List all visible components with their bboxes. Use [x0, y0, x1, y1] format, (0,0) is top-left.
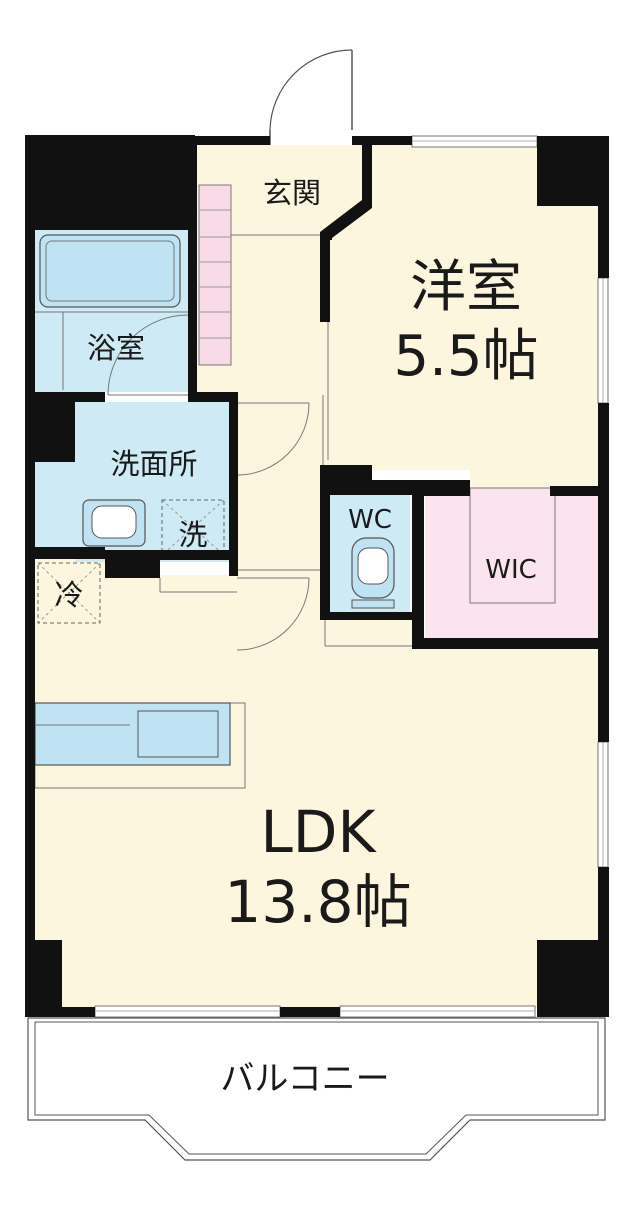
fridge-space: [37, 562, 101, 624]
toilet-tank: [351, 599, 395, 609]
wall-corner-bottom-left: [25, 940, 62, 1017]
wall-right-upper: [598, 136, 609, 278]
wc-label: WC: [348, 505, 392, 535]
wall-washroom-right-2: [229, 476, 238, 576]
wall-bath-bottom-2: [188, 392, 238, 402]
wall-corner-top-left: [25, 135, 195, 230]
wall-western-diagonal: [320, 145, 372, 240]
wall-bath-right: [188, 145, 197, 400]
balcony-inner-line: [34, 1021, 599, 1155]
wash-bowl: [91, 505, 137, 539]
wall-bottom-b: [280, 1007, 340, 1017]
floor-fills: [27, 145, 606, 1161]
wall-wic-top: [412, 486, 470, 496]
shoe-cabinet: [198, 184, 232, 366]
washroom-door-arc: [236, 402, 310, 476]
ldk-size: 13.8帖: [224, 868, 411, 936]
wall-washroom-block: [25, 392, 75, 462]
ldk-door-arc: [236, 577, 310, 651]
wall-bottom-a: [25, 1007, 95, 1017]
wall-left: [25, 135, 35, 1015]
entrance-label: 玄関: [263, 176, 321, 210]
wall-corner-bottom-right: [537, 940, 609, 1017]
washer-label: 洗: [178, 518, 207, 552]
western-room-size: 5.5帖: [393, 324, 538, 389]
room-labels: 玄関 浴室 洗面所 洗 冷 WC WIC 洋室 5.5帖 LDK 13.8帖 バ…: [54, 176, 538, 1099]
wall-top-entrance: [195, 136, 270, 145]
fixtures: [34, 49, 556, 789]
western-room-name: 洋室: [410, 255, 522, 320]
window-ldk-bottom-right: [339, 1005, 536, 1018]
ldk-name: LDK: [260, 798, 377, 866]
washroom-floor-left: [35, 462, 80, 547]
wic-inner: [469, 487, 556, 604]
wall-top-mid: [352, 136, 412, 145]
bathtub: [39, 234, 181, 308]
ldk-floor: [35, 558, 600, 1008]
windows: [94, 135, 609, 1018]
wall-washroom-bottom-2: [105, 555, 160, 578]
wall-corner-top-right: [537, 136, 609, 206]
wall-washroom-bottom: [105, 550, 238, 560]
wic-label: WIC: [485, 555, 537, 585]
bathtub-inner: [45, 240, 175, 302]
wall-right-mid: [598, 403, 609, 742]
wall-wic-bottom: [412, 638, 609, 649]
washroom-label: 洗面所: [110, 447, 197, 481]
wall-western-bottom-3: [550, 486, 608, 496]
balcony-label: バルコニー: [220, 1059, 389, 1099]
wall-wc-right: [412, 486, 424, 648]
bath-door-arc: [107, 314, 191, 396]
kitchen-sink: [137, 710, 219, 758]
balcony-floor: [27, 1017, 606, 1161]
wall-wc-left: [320, 465, 330, 620]
fridge-label: 冷: [54, 578, 83, 612]
western-room-floor: [328, 145, 600, 488]
entry-door-arc: [269, 49, 353, 131]
bath-label: 浴室: [87, 331, 145, 365]
wall-washroom-bottom-3: [25, 547, 105, 559]
toilet-seat: [357, 547, 389, 585]
wall-washroom-right: [229, 402, 238, 476]
window-ldk-bottom-left: [94, 1005, 281, 1018]
window-western-top: [411, 135, 538, 148]
wall-western-left: [320, 232, 330, 322]
walls: [25, 135, 609, 1017]
wall-wc-bottom: [320, 612, 424, 620]
